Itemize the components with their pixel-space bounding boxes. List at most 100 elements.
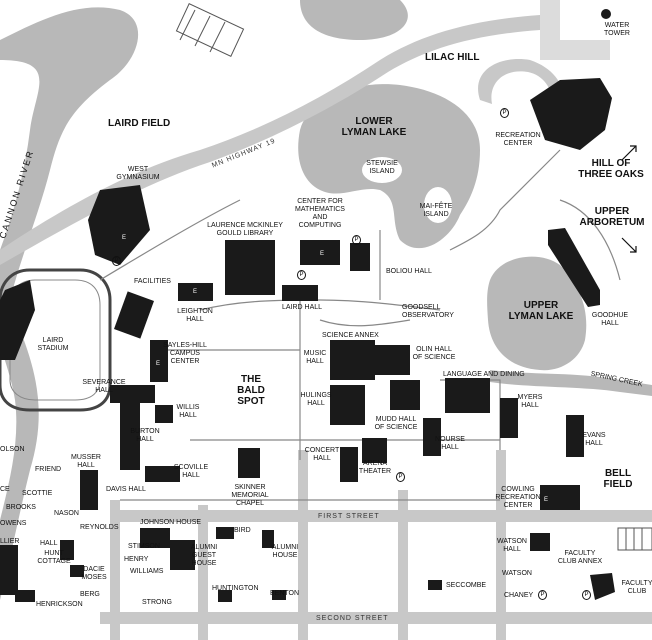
label-bell-field: BELL FIELD (603, 468, 633, 490)
arrow-southeast-icon (621, 237, 637, 253)
label-davis-hall: DAVIS HALL (106, 486, 146, 493)
label-music-hall: MUSIC HALL (303, 350, 327, 365)
label-musser-hall: MUSSER HALL (71, 454, 101, 469)
cmc-bldg (300, 240, 340, 265)
label-water-tower: WATER TOWER (604, 22, 630, 37)
label-olson: OLSON (0, 446, 25, 453)
label-mudd-hall: MUDD HALL OF SCIENCE (374, 416, 418, 431)
label-facilities: FACILITIES (134, 278, 171, 285)
label-mai-fete-island: MAI-FÊTE ISLAND (419, 203, 453, 218)
upper-lyman-lake (487, 256, 587, 371)
boliou-bldg (350, 243, 370, 271)
label-upper-lyman-lake: UPPER LYMAN LAKE (508, 300, 574, 322)
recreation-center-bldg (530, 78, 612, 150)
parking-icon: P (352, 235, 361, 245)
label-nourse-hall: NOURSE HALL (435, 436, 465, 451)
label-hall-house: HALL (40, 540, 58, 547)
label-lilac-hill: LILAC HILL (425, 52, 480, 63)
parking-icon: P (297, 270, 306, 280)
label-ce: CE (0, 486, 10, 493)
label-goodsell-observatory: GOODSELL OBSERVATORY (402, 304, 454, 319)
label-laird-field: LAIRD FIELD (108, 118, 171, 129)
label-gould-library: LAURENCE MCKINLEY GOULD LIBRARY (207, 222, 283, 237)
label-scoville-hall: SCOVILLE HALL (173, 464, 209, 479)
label-berg: BERG (80, 591, 100, 598)
goodhue-bldg (548, 228, 600, 307)
label-goodhue-hall: GOODHUE HALL (591, 312, 629, 327)
laird-stadium-track (0, 268, 112, 412)
parking-icon: P (500, 108, 509, 118)
label-recreation-center: RECREATION CENTER (495, 132, 541, 147)
label-henrickson: HENRICKSON (36, 601, 83, 608)
label-bird: BIRD (234, 527, 251, 534)
label-alumni-guest-house: ALUMNI GUEST HOUSE (190, 544, 218, 567)
label-bald-spot: THE BALD SPOT (237, 374, 265, 407)
label-nason: NASON (54, 510, 79, 517)
tennis-courts-north (175, 3, 245, 57)
second-street (100, 612, 652, 624)
laird-stadium-bldg (0, 280, 35, 360)
label-burton-hall: BURTON HALL (130, 428, 160, 443)
label-west-gymnasium: WEST GYMNASIUM (116, 166, 160, 181)
label-concert-hall: CONCERT HALL (304, 447, 340, 462)
entrance-icon: E (156, 361, 161, 367)
label-henry: HENRY (124, 556, 149, 563)
north-pond (300, 0, 408, 40)
cannon-river-south (0, 330, 39, 600)
sayles-hill-bldg (150, 340, 168, 382)
parking-icon: P (396, 472, 405, 482)
label-severance-hall: SEVERANCE HALL (82, 379, 126, 394)
buildings (0, 78, 615, 602)
label-cmc: CENTER FOR MATHEMATICS AND COMPUTING (295, 198, 345, 229)
label-brooks: BROOKS (6, 504, 36, 511)
label-williams: WILLIAMS (130, 568, 164, 575)
language-dining-bldg (445, 378, 490, 413)
label-arena-theater: ARENA THEATER (358, 460, 392, 475)
label-faculty-club: FACULTY CLUB (621, 580, 652, 595)
parking-icon: P (112, 256, 121, 266)
label-willis-hall: WILLIS HALL (176, 404, 200, 419)
label-watson-hall: WATSON HALL (497, 538, 527, 553)
spring-creek (490, 370, 652, 396)
parking-icon: P (582, 590, 591, 600)
label-scottie: SCOTTIE (22, 490, 53, 497)
label-laird-hall: LAIRD HALL (282, 304, 323, 311)
label-benton: BENTON (270, 590, 300, 597)
campus-paths (99, 149, 621, 501)
tennis-courts-east (617, 527, 652, 551)
label-laird-stadium: LAIRD STADIUM (37, 337, 69, 352)
label-leighton-hall: LEIGHTON HALL (177, 308, 213, 323)
label-faculty-club-annex: FACULTY CLUB ANNEX (557, 550, 603, 565)
label-evans-hall: EVANS HALL (582, 432, 606, 447)
entrance-icon: E (544, 497, 549, 503)
stewsie-island-shape (362, 157, 402, 183)
west-gymnasium-bldg (88, 185, 150, 265)
arrow-northeast-icon (621, 145, 637, 161)
label-stewsie-island: STEWSIE ISLAND (366, 160, 398, 175)
entrance-icon: E (122, 235, 127, 241)
label-reynolds: REYNOLDS (80, 524, 119, 531)
label-alumni-house: ALUMNI HOUSE (271, 544, 299, 559)
label-johnson-house: JOHNSON HOUSE (140, 519, 202, 526)
label-olin-hall: OLIN HALL OF SCIENCE (412, 346, 456, 361)
label-chaney: CHANEY (504, 592, 534, 599)
label-huntington: HUNTINGTON (212, 585, 259, 592)
water-tower-dot (601, 9, 611, 19)
label-second-street: SECOND STREET (316, 615, 389, 622)
label-watson: WATSON (502, 570, 532, 577)
label-hunt-cottage: HUNT COTTAGE (37, 550, 71, 565)
entrance-icon: E (193, 289, 198, 295)
label-seccombe: SECCOMBE (446, 582, 487, 589)
label-hulings-hall: HULINGS HALL (300, 392, 332, 407)
label-upper-arboretum: UPPER ARBORETUM (579, 206, 645, 228)
label-boliou-hall: BOLIOU HALL (386, 268, 432, 275)
label-strong: STRONG (142, 599, 172, 606)
label-dacie-moses: DACIE MOSES (81, 566, 107, 581)
label-sayles-hill: SAYLES-HILL CAMPUS CENTER (163, 342, 207, 365)
parking-icon: P (538, 590, 547, 600)
label-first-street: FIRST STREET (318, 513, 380, 520)
label-language-dining: LANGUAGE AND DINING (443, 371, 525, 378)
label-cowling: COWLING RECREATION CENTER (495, 486, 541, 509)
